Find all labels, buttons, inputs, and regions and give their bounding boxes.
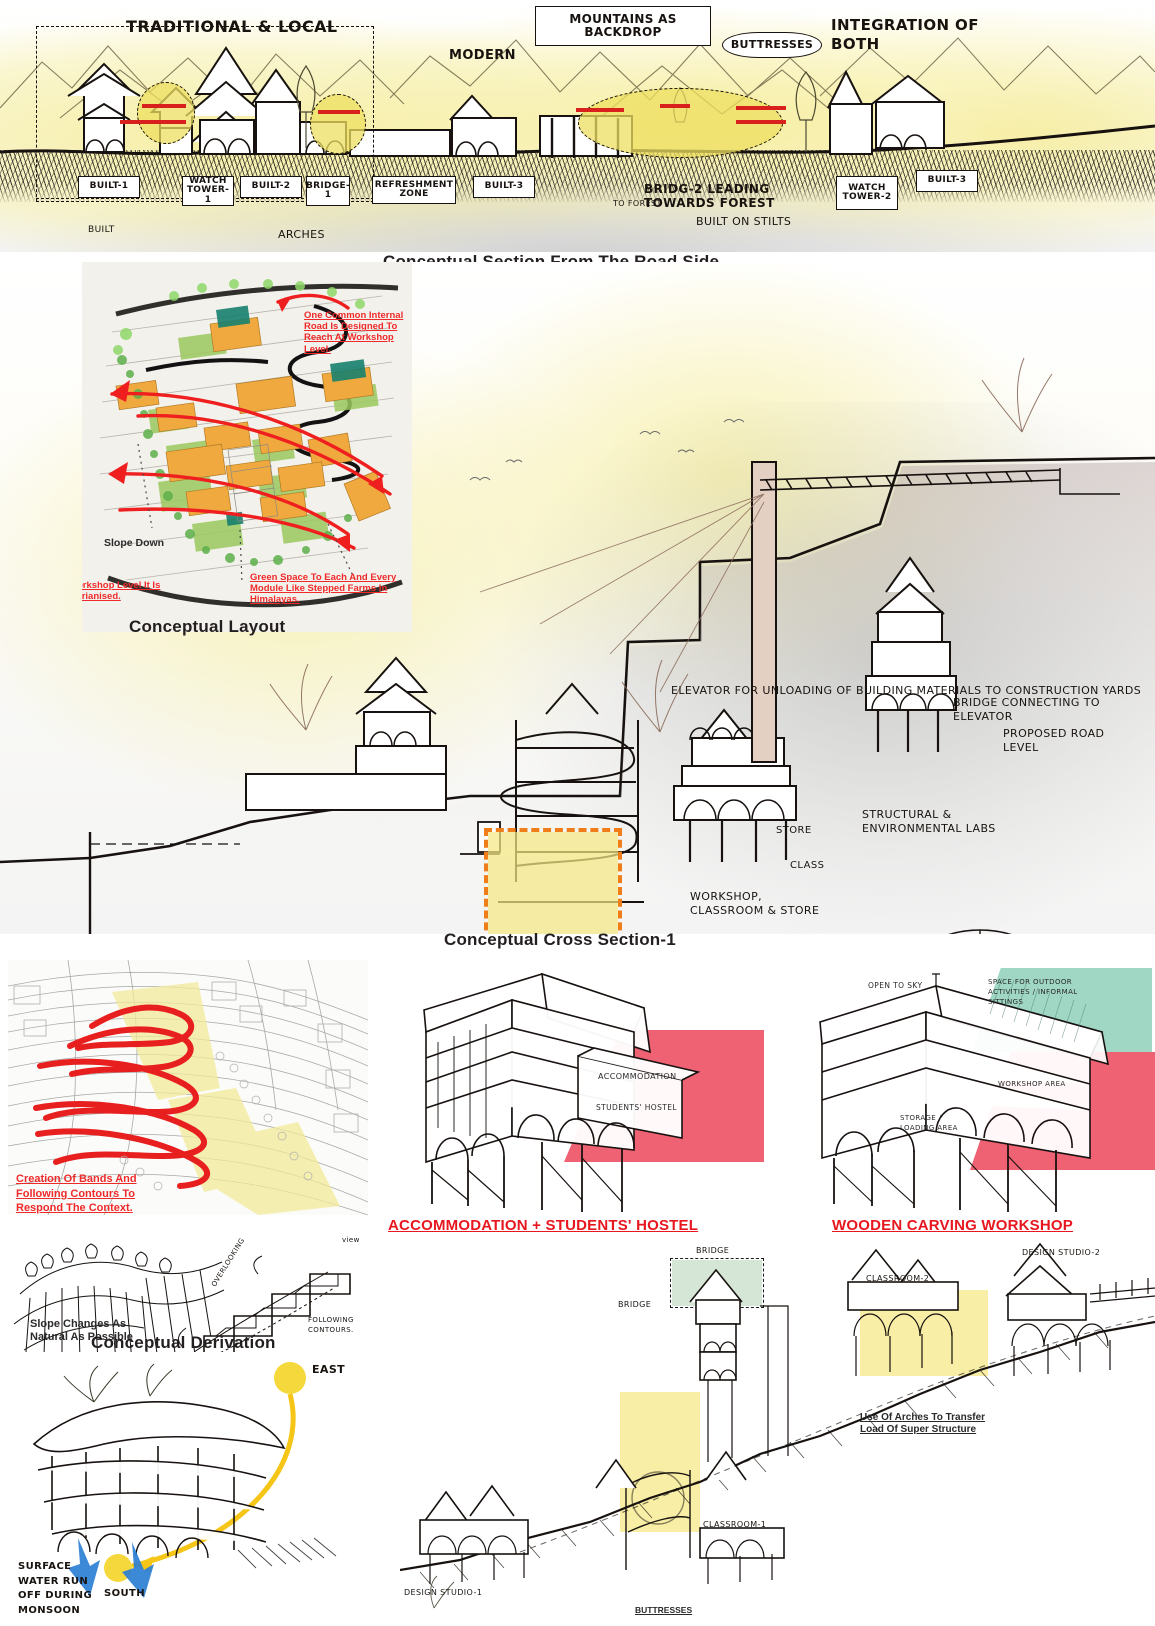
zone-label-built-1: BUILT-1: [78, 176, 140, 198]
anno-structural-labs: STRUCTURAL & ENVIRONMENTAL LABS: [862, 808, 996, 836]
long-section-label-bridge-a: BRIDGE: [618, 1300, 652, 1309]
long-section-drawing: [400, 1242, 1155, 1609]
note-integration-of-both: INTEGRATION OF BOTH: [831, 16, 979, 53]
note-arches: ARCHES: [278, 228, 325, 241]
derivation-terrain-drawing: [13, 1243, 351, 1352]
derivation-note-following-contours: FOLLOWING CONTOURS.: [308, 1316, 354, 1334]
red-marker-2: [120, 120, 186, 124]
anno-elevator: ELEVATOR FOR UNLOADING OF BUILDING MATER…: [671, 684, 1142, 697]
terrain-profile: [0, 456, 1155, 864]
water-runoff-arrows: [68, 1538, 154, 1598]
accommodation-axo-panel: ACCOMMODATION STUDENTS' HOSTEL: [382, 960, 782, 1215]
highlight-ring-bridge: [310, 94, 366, 154]
note-to-forest: TO FOREST: [613, 199, 662, 208]
long-section-label-classroom-2: CLASSROOM-2: [866, 1274, 930, 1283]
axo-note-workshop-area: WORKSHOP AREA: [998, 1080, 1066, 1088]
sun-east-icon: [274, 1362, 306, 1394]
callout-mountains-as-backdrop: MOUNTAINS AS BACKDROP: [535, 6, 711, 46]
layout-anno-slope-down: Slope Down: [104, 537, 165, 549]
spiral-core-sketch: [948, 929, 1012, 934]
derivation-note-view: view: [342, 1236, 360, 1244]
workshop-axo-drawing: [819, 973, 1110, 1212]
note-traditional-local: TRADITIONAL & LOCAL: [126, 17, 338, 36]
accommodation-axo-drawing: [423, 972, 701, 1212]
conceptual-road-section-panel: MOUNTAINS AS BACKDROP BUTTRESSES TRADITI…: [0, 0, 1155, 252]
note-built: BUILT: [88, 225, 115, 235]
climate-note-surface-water: SURFACE WATER RUN OFF DURING MONSOON: [18, 1561, 93, 1616]
climate-note-east: EAST: [312, 1363, 346, 1376]
note-modern: MODERN: [449, 48, 516, 63]
climate-note-south: SOUTH: [104, 1588, 146, 1599]
derivation-note-slope-changes: Slope Changes As Natural As Possible: [30, 1318, 133, 1344]
layout-plan-drawing: [99, 279, 403, 608]
long-section-panel: BRIDGE BRIDGE DESIGN STUDIO-1 CLASSROOM-…: [400, 1240, 1155, 1626]
zone-label-built-2: BUILT-2: [240, 176, 302, 198]
anno-store: STORE: [776, 825, 812, 836]
contour-plan-drawing: [8, 960, 368, 1215]
axo-note-outdoor-activities: SPACE FOR OUTDOOR ACTIVITIES / INFORMAL …: [988, 978, 1078, 1006]
zone-label-built-3: BUILT-3: [473, 176, 535, 198]
contour-band-plan-panel: Creation Of Bands And Following Contours…: [8, 960, 368, 1215]
elevator-tower: [751, 461, 777, 763]
caption-wooden-carving-workshop: WOODEN CARVING WORKSHOP: [832, 1217, 1073, 1234]
long-section-highlight-1: [620, 1392, 700, 1532]
caption-conceptual-layout: Conceptual Layout: [129, 617, 286, 636]
contour-anno-bands: Creation Of Bands And Following Contours…: [16, 1173, 137, 1215]
anno-class: CLASS: [790, 860, 825, 871]
conceptual-cross-section-panel: ELEVATOR FOR UNLOADING OF BUILDING MATER…: [0, 262, 1155, 934]
red-marker-3: [318, 110, 360, 114]
axo-note-storage-loading: STORAGE / LOADING AREA: [900, 1114, 958, 1132]
spiral-ramp-highlight-box: [484, 828, 622, 934]
zone-label-watch-tower-1: WATCH TOWER-1: [182, 176, 234, 206]
derivation-terrain-panel: view OVERLOOKING FOLLOWING CONTOURS. Slo…: [8, 1232, 368, 1352]
red-marker-4: [576, 108, 624, 112]
zone-label-bridge-1: BRIDGE-1: [306, 176, 350, 206]
layout-anno-internal-road: One Common Internal Road Is Designed To …: [304, 310, 404, 355]
wooden-carving-workshop-axo-panel: OPEN TO SKY SPACE FOR OUTDOOR ACTIVITIES…: [790, 960, 1155, 1215]
long-section-label-design-studio-2: DESIGN STUDIO-2: [1022, 1248, 1101, 1257]
anno-bridge-elevator: BRIDGE CONNECTING TO ELEVATOR: [953, 696, 1100, 724]
callout-buttresses: BUTTRESSES: [722, 32, 822, 58]
long-section-label-buttresses: BUTTRESSES: [635, 1605, 693, 1615]
zone-label-built-3b: BUILT-3: [916, 170, 978, 192]
layout-anno-pedestrianised: Below The Workshop Level It Is Totally P…: [82, 580, 161, 603]
zone-label-bridge-2: BRIDG-2 LEADING TOWARDS FOREST: [644, 182, 775, 211]
long-section-label-design-studio-1: DESIGN STUDIO-1: [404, 1588, 483, 1597]
zone-label-refreshment: REFRESHMENT ZONE: [372, 176, 456, 204]
axo-note-open-to-sky: OPEN TO SKY: [868, 981, 923, 990]
red-marker-5: [660, 104, 690, 108]
long-section-terrain: [400, 1320, 1155, 1572]
zone-label-watch-tower-2: WATCH TOWER-2: [836, 176, 898, 210]
red-marker-7: [736, 120, 786, 124]
caption-conceptual-derivation: Conceptual Derivation: [91, 1333, 276, 1352]
caption-accommodation-hostel: ACCOMMODATION + STUDENTS' HOSTEL: [388, 1217, 699, 1234]
anno-workshop-classroom-store: WORKSHOP, CLASSROOM & STORE: [690, 890, 820, 918]
highlight-ring-traditional: [137, 82, 195, 144]
spiral-ramp-yellow-fill: [488, 832, 618, 934]
anno-proposed-road-level: PROPOSED ROAD LEVEL: [1003, 727, 1105, 755]
axo-note-accommodation: ACCOMMODATION: [598, 1072, 677, 1081]
red-marker-6: [736, 106, 786, 110]
long-section-label-bridge-b: BRIDGE: [696, 1246, 730, 1255]
note-built-on-stilts: BUILT ON STILTS: [696, 215, 792, 228]
climate-diagram-drawing: [32, 1362, 337, 1598]
cross-section-drawing: [0, 357, 1155, 934]
red-marker-1: [142, 104, 186, 108]
long-section-anno-arches: Use Of Arches To Transfer Load Of Super …: [860, 1412, 986, 1435]
conceptual-layout-panel: One Common Internal Road Is Designed To …: [82, 262, 412, 632]
climate-response-panel: EAST SOUTH SURFACE WATER RUN OFF DURING …: [8, 1352, 368, 1626]
axo-note-students-hostel: STUDENTS' HOSTEL: [596, 1103, 677, 1112]
caption-conceptual-cross-section: Conceptual Cross Section-1: [444, 930, 676, 949]
layout-anno-green-space: Green Space To Each And Every Module Lik…: [250, 572, 397, 606]
long-section-label-classroom-1: CLASSROOM-1: [703, 1520, 767, 1529]
